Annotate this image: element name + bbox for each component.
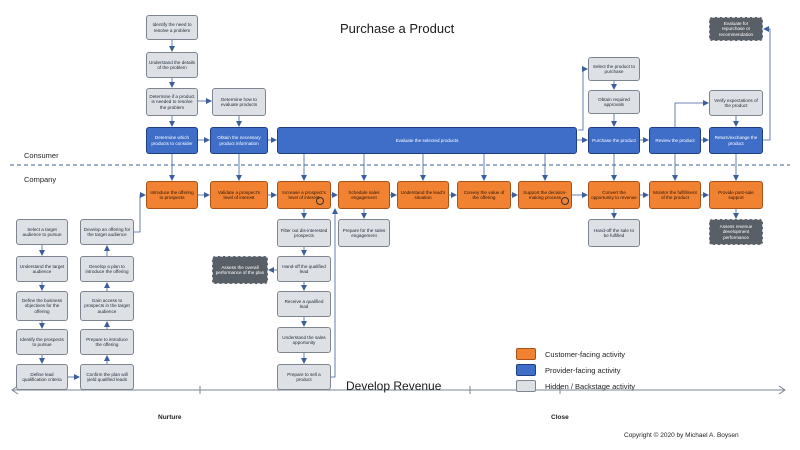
- step-increase-interest[interactable]: Increase a prospect's level of interest: [277, 181, 331, 209]
- flow-arrow: [134, 192, 146, 233]
- lane-label-consumer: Consumer: [24, 151, 59, 160]
- step-convert-opportunity[interactable]: Convert the opportunity to revenue: [588, 181, 640, 209]
- step-define-business-objectives[interactable]: Define the business objectives for the o…: [16, 291, 68, 321]
- step-introduce-offering[interactable]: Introduce the offering to prospects: [146, 181, 198, 209]
- step-purchase-product[interactable]: Purchase the product: [588, 127, 640, 154]
- step-determine-product-needed[interactable]: Determine if a product is needed to reso…: [146, 88, 198, 116]
- step-evaluate-selected-products[interactable]: Evaluate the selected products: [277, 127, 577, 154]
- step-prepare-to-sell[interactable]: Prepare to sell a product: [277, 364, 331, 390]
- legend-swatch-customer: [516, 348, 536, 360]
- step-determine-products-to-consider[interactable]: Determine which products to consider: [146, 127, 198, 154]
- diagram-subtitle: Develop Revenue: [346, 379, 442, 393]
- flow-arrow: [763, 26, 771, 141]
- step-understand-sales-opportunity[interactable]: Understand the sales opportunity: [277, 327, 331, 353]
- step-identify-need[interactable]: Identify the need to resolve a problem: [146, 15, 198, 40]
- step-validate-interest[interactable]: Validate a prospect's level of interest: [210, 181, 268, 209]
- step-select-product[interactable]: Select the product to purchase: [588, 57, 640, 81]
- step-prepare-to-introduce[interactable]: Prepare to introduce the offering: [80, 329, 134, 355]
- step-identify-prospects[interactable]: Identify the prospects to pursue: [16, 329, 68, 355]
- step-understand-details[interactable]: Understand the details of the problem: [146, 52, 198, 78]
- step-determine-how-to-evaluate[interactable]: Determine how to evaluate products: [212, 88, 266, 116]
- step-confirm-plan[interactable]: Confirm the plan will yield qualified le…: [80, 364, 134, 390]
- step-understand-situation[interactable]: Understand the lead's situation: [397, 181, 449, 209]
- phase-arrow: [11, 385, 786, 395]
- step-obtain-approvals[interactable]: Obtain required approvals: [588, 90, 640, 114]
- copyright-notice: Copyright © 2020 by Michael A. Boysen: [624, 432, 739, 439]
- flow-arrow: [674, 100, 709, 127]
- diagram-title: Purchase a Product: [340, 21, 455, 36]
- legend-swatch-provider: [516, 364, 536, 376]
- step-develop-offering[interactable]: Develop an offering for the target audie…: [80, 219, 134, 245]
- phase-label-close: Close: [551, 414, 569, 421]
- step-monitor-fulfillment[interactable]: Monitor the fulfillment of the product: [649, 181, 701, 209]
- step-review-product[interactable]: Review the product: [649, 127, 701, 154]
- legend-swatch-hidden: [516, 380, 536, 392]
- flow-arrow: [578, 66, 588, 131]
- legend-label-provider: Provider-facing activity: [545, 366, 621, 375]
- step-filter-prospects[interactable]: Filter out dis-interested prospects: [277, 219, 331, 247]
- step-define-qualification-criteria[interactable]: Define lead qualification criteria: [16, 364, 68, 390]
- step-understand-target-audience[interactable]: Understand the target audience: [16, 256, 68, 282]
- flow-arrow: [331, 208, 338, 378]
- cycle-icon: [561, 197, 569, 205]
- flow-arrows: [39, 26, 771, 380]
- step-post-sale-support[interactable]: Provide post-sale support: [709, 181, 763, 209]
- step-obtain-product-information[interactable]: Obtain the necessary product information: [210, 127, 268, 154]
- step-convey-value[interactable]: Convey the value of the offering: [457, 181, 511, 209]
- step-develop-plan[interactable]: Develop a plan to introduce the offering: [80, 256, 134, 282]
- step-return-exchange[interactable]: Return/exchange the product: [709, 127, 763, 154]
- step-schedule-engagement[interactable]: Schedule sales engagement: [338, 181, 390, 209]
- step-handoff-qualified-lead[interactable]: Hand-off the qualified lead: [277, 256, 331, 282]
- cycle-icon: [316, 197, 324, 205]
- legend-label-hidden: Hidden / Backstage activity: [545, 382, 636, 391]
- lane-label-company: Company: [24, 175, 57, 184]
- phase-label-nurture: Nurture: [158, 414, 182, 421]
- step-prepare-engagement[interactable]: Prepare for the sales engagement: [338, 219, 390, 247]
- step-verify-expectations[interactable]: Verify expectations of the product: [709, 90, 763, 116]
- step-receive-qualified-lead[interactable]: Receive a qualified lead: [277, 291, 331, 317]
- step-select-target-audience[interactable]: Select a target audience to pursue: [16, 219, 68, 245]
- legend-label-customer: Customer-facing activity: [545, 350, 626, 359]
- step-assess-revenue-performance[interactable]: Assess revenue development performance: [709, 219, 763, 245]
- step-assess-plan-performance[interactable]: Assess the overall performance of the pl…: [212, 256, 268, 284]
- step-handoff-fulfillment[interactable]: Hand-off the sale to be fulfilled: [588, 219, 640, 247]
- step-evaluate-for-recommendation[interactable]: Evaluate for repurchase or recommendatio…: [709, 17, 763, 41]
- step-gain-access[interactable]: Gain access to prospects in the target a…: [80, 291, 134, 321]
